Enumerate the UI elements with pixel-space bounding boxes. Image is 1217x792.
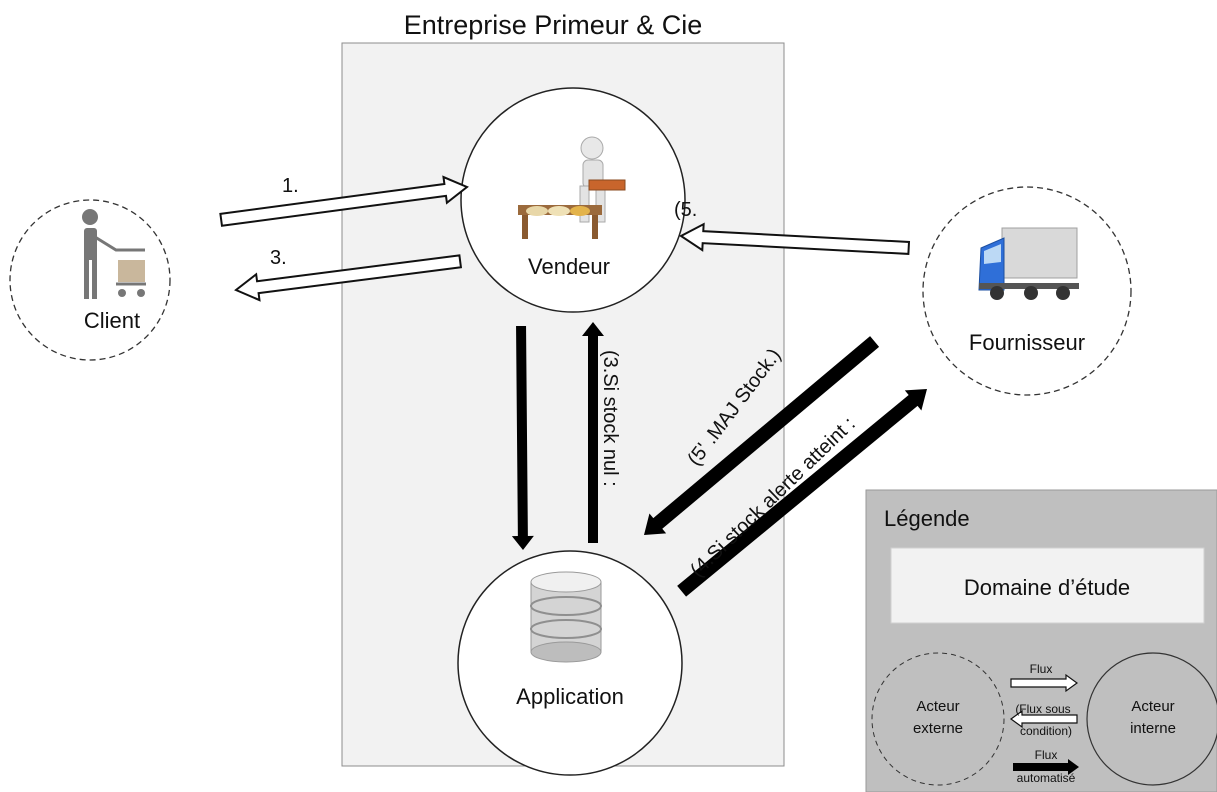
- legend-conditional-flow-line2: condition): [1020, 724, 1072, 738]
- automated-arrow-application-fournisseur: [677, 389, 927, 597]
- legend-external-actor-line2: externe: [913, 720, 963, 737]
- legend-panel: Légende Domaine d’étude Acteur externe A…: [865, 489, 1217, 792]
- legend-domain-box: [890, 547, 1205, 624]
- legend-automated-flow-line2: automatisé: [1017, 771, 1076, 785]
- legend-internal-actor-line2: interne: [1130, 720, 1176, 737]
- flow-label-3-condition: (3.Si stock nul :: [599, 350, 621, 487]
- flow-arrow-5: [679, 222, 911, 255]
- client-label: Client: [84, 308, 140, 333]
- legend-internal-actor-circle: [1086, 652, 1217, 786]
- flow-arrow-3: [234, 254, 463, 302]
- automated-arrow-application-vendeur: [582, 322, 604, 543]
- legend-automated-flow-line1: Flux: [1035, 748, 1058, 762]
- legend-domain-label: Domaine d’étude: [964, 575, 1130, 600]
- database-icon: [530, 571, 602, 663]
- automated-arrow-fournisseur-application: [644, 336, 880, 535]
- domain-title: Entreprise Primeur & Cie: [404, 10, 703, 40]
- legend-title: Légende: [884, 506, 970, 531]
- flow-label-1: 1.: [282, 175, 299, 197]
- fournisseur-actor: Fournisseur: [922, 186, 1132, 396]
- legend-conditional-flow-arrow: [1009, 709, 1078, 729]
- vendor-with-stall-icon: [518, 136, 626, 239]
- legend-background: [865, 489, 1217, 792]
- application-label: Application: [516, 684, 624, 709]
- flow-label-5: (5.: [674, 199, 697, 221]
- vendeur-label: Vendeur: [528, 254, 610, 279]
- legend-flow-arrow: [1010, 673, 1079, 693]
- automated-arrow-vendeur-application: [511, 325, 534, 550]
- legend-external-actor-line1: Acteur: [916, 698, 959, 715]
- application-actor: Application: [457, 550, 683, 776]
- legend-conditional-flow-line1: (Flux sous: [1015, 702, 1070, 716]
- legend-external-actor-circle: [871, 652, 1005, 786]
- legend-internal-actor-line1: Acteur: [1131, 698, 1174, 715]
- flow-label-3: 3.: [270, 247, 287, 269]
- legend-flow-label: Flux: [1030, 662, 1053, 676]
- flow-arrow-1: [219, 175, 469, 227]
- client-actor: Client: [9, 199, 171, 361]
- fournisseur-label: Fournisseur: [969, 330, 1085, 355]
- person-with-cart-icon: [82, 209, 146, 299]
- legend-automated-flow-arrow: [1013, 759, 1079, 775]
- vendeur-actor: Vendeur: [460, 87, 686, 313]
- truck-icon: [978, 227, 1079, 300]
